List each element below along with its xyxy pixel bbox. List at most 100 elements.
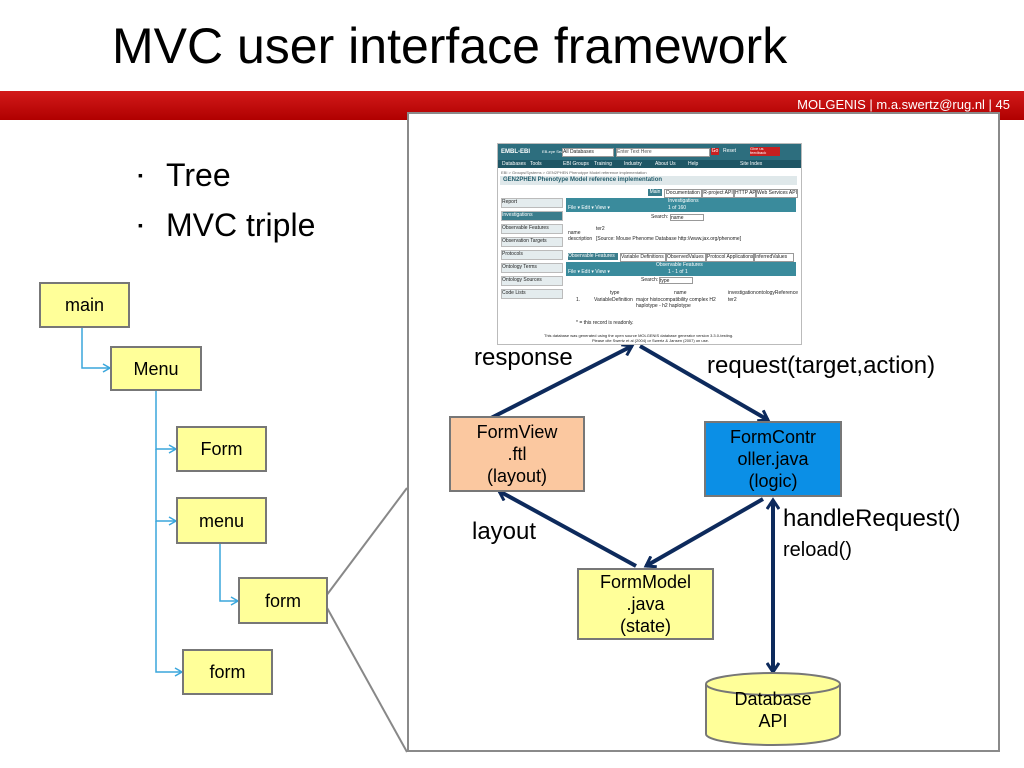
app-heading: GEN2PHEN Phenotype Model reference imple… [503, 177, 663, 183]
search-field-select-1[interactable]: name [670, 214, 704, 221]
go-button[interactable]: Go [711, 148, 719, 155]
tree-node-form-bottom: form [182, 649, 273, 695]
footnote-2: Please cite Swertz et al (2004) or Swert… [592, 338, 709, 343]
tree-node-menu: Menu [110, 346, 202, 391]
pager-1[interactable]: 1 of 160 [668, 205, 687, 211]
sidebar-investigations[interactable]: Investigations [501, 211, 563, 221]
formmodel-line3: (state) [619, 616, 671, 636]
formmodel-line2: .java [626, 594, 665, 614]
nav-ebi-groups[interactable]: EBI Groups [563, 161, 589, 167]
page-title: MVC user interface framework [112, 18, 788, 74]
pager-2[interactable]: 1 - 1 of 1 [668, 269, 688, 275]
db-select[interactable]: All Databases [562, 148, 614, 157]
features-panel-header [566, 262, 796, 276]
row-type: VariableDefinition [594, 297, 633, 303]
tree-node-form: Form [176, 426, 267, 472]
sidebar-report[interactable]: Report [501, 198, 563, 208]
file-menu-1[interactable]: File ▾ Edit ▾ View ▾ [568, 205, 610, 211]
col-name: name [674, 290, 687, 296]
col-investigation: investigation [728, 290, 756, 296]
zoom-line-bottom [325, 605, 408, 753]
nav-databases[interactable]: Databases [502, 161, 526, 167]
subtab-protocol-applications[interactable]: Protocol Applications [706, 253, 754, 262]
nav-about-us[interactable]: About Us [655, 161, 676, 167]
database-cylinder [705, 672, 841, 746]
sidebar-ontology-sources[interactable]: Ontology Sources [501, 276, 563, 286]
bullet-mvc-triple: MVC triple [138, 200, 315, 250]
search-field-select-2[interactable]: type [659, 277, 693, 284]
col-ontology-reference: ontologyReference [756, 290, 798, 296]
nav-tools[interactable]: Tools [530, 161, 542, 167]
readonly-note: * = this record is readonly. [576, 320, 634, 326]
arrow-model-to-view [499, 491, 637, 568]
row-name: major histocompatibility complex H2 hapl… [636, 297, 716, 309]
database-line2: API [758, 711, 788, 731]
layout-label: layout [472, 518, 537, 545]
tab-r-api[interactable]: R-project API [702, 189, 734, 198]
ebi-search-label: EB-eye Search [542, 149, 569, 154]
subtab-observable-features[interactable]: Observable Features [568, 253, 618, 260]
tab-web-services-api[interactable]: Web Services API [756, 189, 798, 198]
reset-link[interactable]: Reset [723, 148, 737, 154]
investigations-panel-header [566, 198, 796, 212]
formview-line2: .ftl [507, 444, 527, 464]
nav-help[interactable]: Help [688, 161, 699, 167]
app-screenshot: EMBL-EBI EB-eye Search All Databases Ent… [497, 143, 802, 345]
slide-footer: MOLGENIS | m.a.swertz@rug.nl | 45 [797, 97, 1010, 112]
sidebar-protocols[interactable]: Protocols [501, 250, 563, 260]
sidebar-observable-features[interactable]: Observable Features [501, 224, 563, 234]
ebi-breadcrumb: EBI > Groups/Systems > GEN2PHEN Phenotyp… [501, 170, 647, 175]
nav-industry[interactable]: Industry [624, 161, 642, 167]
handle-request-label: handleRequest() [783, 505, 961, 532]
reload-label: reload() [783, 539, 852, 561]
tab-main[interactable]: Main [648, 189, 662, 196]
formview-line3: (layout) [486, 466, 548, 486]
row-investigation: ter2 [728, 297, 737, 303]
database-label: Database API [706, 688, 840, 732]
formmodel-box: FormModel .java (state) [577, 568, 714, 640]
formmodel-line1: FormModel [599, 572, 692, 592]
request-label: request(target,action) [707, 352, 936, 379]
formcontroller-box: FormContr oller.java (logic) [704, 421, 842, 497]
formview-box: FormView .ftl (layout) [449, 416, 585, 492]
col-type: type [610, 290, 620, 296]
tree-connector-menu2-form2 [219, 544, 240, 606]
name-label: name [568, 230, 581, 236]
nav-site-index[interactable]: Site Index [740, 161, 763, 167]
sidebar-ontology-terms[interactable]: Ontology Terms [501, 263, 563, 273]
tree-node-main: main [39, 282, 130, 328]
subtab-variable-definitions[interactable]: Variable Definitions [620, 253, 666, 262]
file-menu-2[interactable]: File ▾ Edit ▾ View ▾ [568, 269, 610, 275]
search-label-1: Search: [651, 214, 669, 220]
tree-connector-menu-form3 [155, 521, 184, 677]
description-label: description [568, 236, 593, 242]
search-label-2: Search: [641, 277, 659, 283]
ebi-search-input[interactable]: Enter Text Here [616, 148, 710, 157]
subtab-observed-values[interactable]: ObservedValues [666, 253, 706, 262]
feedback-button[interactable]: Give us feedback [750, 147, 780, 156]
zoom-line-top [325, 487, 408, 597]
tree-node-subform: form [238, 577, 328, 624]
tab-documentation[interactable]: Documentation [664, 189, 702, 198]
ebi-logo: EMBL-EBI [501, 149, 530, 155]
tree-node-submenu: menu [176, 497, 267, 544]
arrow-view-to-screen [490, 346, 632, 420]
row-number: 1. [576, 297, 581, 303]
tree-connector-menu-form [155, 391, 178, 454]
bullet-list: Tree MVC triple [138, 150, 315, 250]
features-panel-title: Observable Features [656, 262, 703, 268]
formcontroller-line1: FormContr [729, 427, 816, 447]
description-value: [Source: Mouse Phenome Database http://w… [596, 236, 742, 242]
sidebar-code-lists[interactable]: Code Lists [501, 289, 563, 299]
name-value: ter2 [596, 226, 605, 232]
tab-http-api[interactable]: HTTP API [734, 189, 758, 198]
sidebar-observation-targets[interactable]: Observation Targets [501, 237, 563, 247]
subtab-inferred-values[interactable]: InferredValues [754, 253, 794, 262]
formcontroller-line2: oller.java [737, 449, 809, 469]
formcontroller-line3: (logic) [748, 471, 798, 491]
heading-bar [500, 176, 797, 185]
formview-line1: FormView [476, 422, 558, 442]
nav-training[interactable]: Training [594, 161, 612, 167]
arrow-controller-to-model [646, 497, 764, 566]
arrow-screen-to-controller [638, 344, 768, 420]
